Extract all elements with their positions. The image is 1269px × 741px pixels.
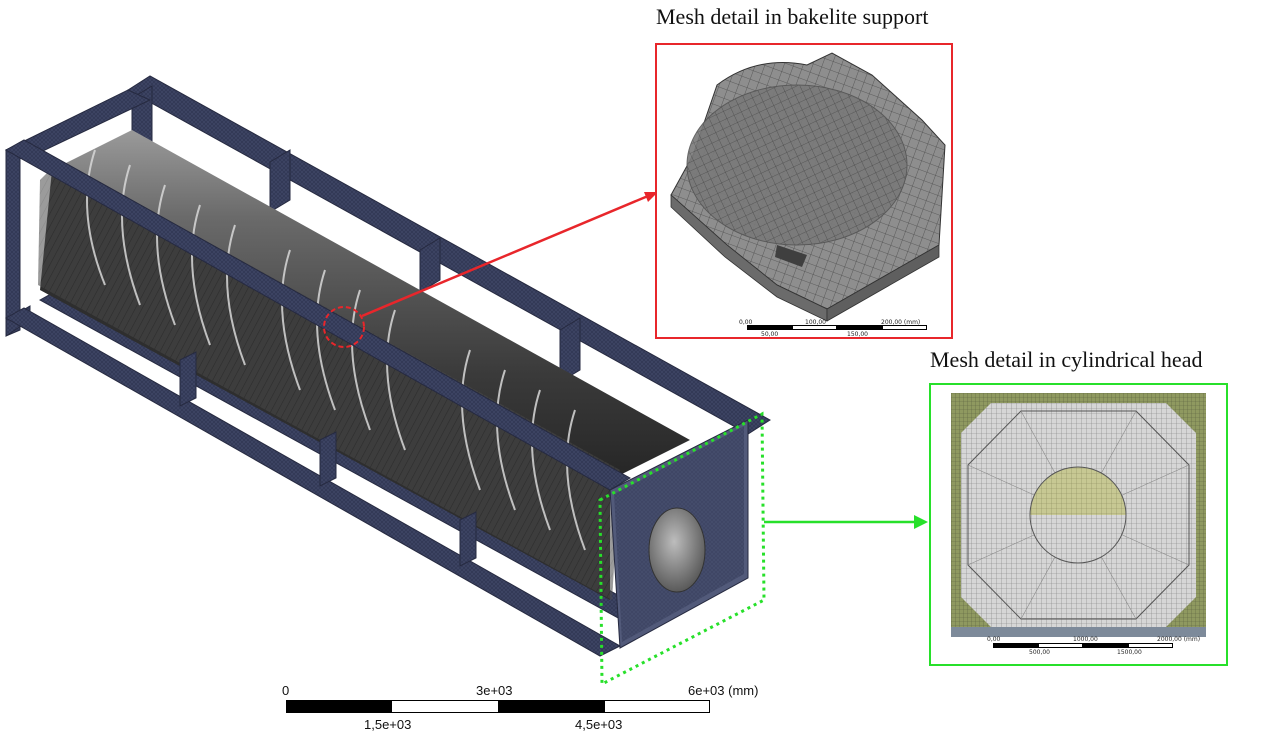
head-scale-label-1500: 1500,00 [1117, 649, 1142, 656]
head-inset-title: Mesh detail in cylindrical head [930, 347, 1203, 372]
scale-label-4-5e03: 4,5e+03 [575, 717, 623, 732]
scale-seg-3 [498, 700, 604, 713]
head-inset-panel: 0,00 1000,00 2000,00 (mm) 500,00 1500,00 [929, 383, 1228, 666]
scale-label-1-5e03: 1,5e+03 [364, 717, 412, 732]
head-arrow-head [914, 515, 928, 529]
scale-seg-2 [392, 700, 498, 713]
bakelite-scale-bar [747, 325, 927, 330]
bakelite-arrow-head [644, 192, 658, 202]
head-scale-label-2000: 2000,00 (mm) [1157, 636, 1201, 643]
head-scale-label-500: 500,00 [1029, 649, 1050, 656]
bakelite-scale-label-150: 150,00 [847, 331, 868, 338]
tank-cylinder [38, 130, 706, 600]
cylindrical-head-dome [648, 507, 706, 593]
bakelite-inset-title: Mesh detail in bakelite support [656, 4, 929, 29]
bakelite-scale-label-100: 100,00 [805, 319, 826, 326]
bakelite-scale-label-50: 50,00 [761, 331, 779, 338]
bakelite-inset-panel: 0,00 100,00 200,00 (mm) 50,00 150,00 [655, 43, 953, 339]
bakelite-scale-label-200: 200,00 (mm) [881, 319, 921, 326]
head-scale-bar [993, 643, 1173, 648]
head-scale-label-1000: 1000,00 [1073, 636, 1098, 643]
scale-seg-1 [286, 700, 392, 713]
head-mesh-render [951, 393, 1206, 637]
bakelite-callout-arrow [361, 194, 649, 318]
bakelite-scale-label-0: 0,00 [739, 319, 753, 326]
scale-label-3e03: 3e+03 [476, 683, 513, 698]
scale-seg-4 [604, 700, 710, 713]
bakelite-location-marker [323, 306, 365, 348]
scale-label-6e03: 6e+03 (mm) [688, 683, 759, 698]
main-scale-bar [286, 700, 710, 713]
head-scale-label-0: 0,00 [987, 636, 1001, 643]
scale-label-0: 0 [282, 683, 290, 698]
bakelite-mesh-render [670, 52, 946, 322]
